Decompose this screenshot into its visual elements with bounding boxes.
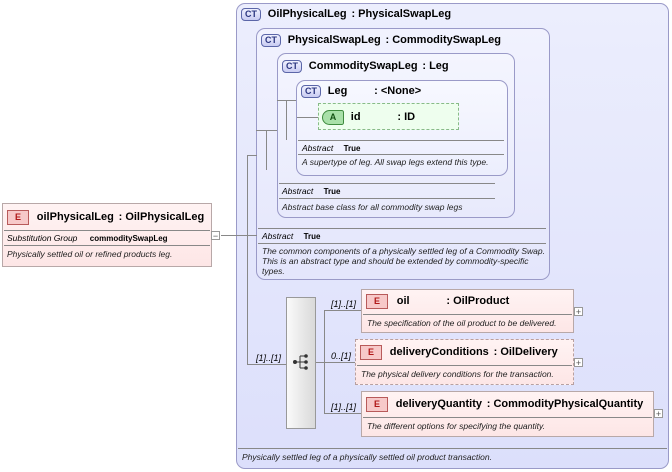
connector-line	[324, 413, 362, 414]
root-element-doc: Physically settled oil or refined produc…	[7, 249, 173, 259]
complex-type-icon: CT	[301, 85, 321, 98]
root-element-header: E oilPhysicalLeg : OilPhysicalLeg	[7, 210, 204, 225]
abstract-label: Abstract True	[282, 186, 341, 196]
ct-name: OilPhysicalLeg	[267, 8, 347, 20]
child-deliveryquantity-header: E deliveryQuantity : CommodityPhysicalQu…	[366, 397, 643, 412]
divider	[258, 243, 546, 244]
ct-physicalswapleg-doc: The common components of a physically se…	[262, 246, 545, 276]
child-oil-doc: The specification of the oil product to …	[367, 318, 557, 328]
child-deliveryconditions-doc: The physical delivery conditions for the…	[361, 369, 554, 379]
element-name: oil	[396, 295, 410, 307]
element-name: deliveryConditions	[389, 346, 489, 358]
child-element-oil[interactable]	[361, 289, 574, 333]
divider	[4, 230, 210, 231]
child-deliveryconditions-header: E deliveryConditions : OilDelivery	[360, 345, 558, 360]
ct-leg-doc: A supertype of leg. All swap legs extend…	[302, 157, 489, 167]
child-element-deliveryconditions[interactable]	[355, 339, 574, 385]
complex-type-icon: CT	[261, 34, 281, 47]
divider	[363, 314, 572, 315]
ct-leg-header[interactable]: CT Leg : <None>	[301, 85, 421, 98]
abstract-label: Abstract True	[262, 231, 321, 241]
connector-line	[247, 155, 248, 365]
element-type: : CommodityPhysicalQuantity	[486, 398, 644, 410]
connector-line	[286, 100, 287, 140]
element-icon: E	[7, 210, 29, 225]
element-icon: E	[360, 345, 382, 360]
divider	[279, 183, 495, 184]
ct-oilphysicalleg-header[interactable]: CT OilPhysicalLeg : PhysicalSwapLeg	[241, 8, 451, 21]
child-oil-multiplicity: [1]..[1]	[331, 299, 357, 309]
divider	[279, 198, 495, 199]
child-oil-header: E oil : OilProduct	[366, 294, 509, 309]
connector-line	[316, 362, 324, 363]
connector-line	[256, 130, 277, 131]
element-type: : OilDelivery	[493, 346, 558, 358]
element-name: deliveryQuantity	[395, 398, 482, 410]
divider	[258, 228, 546, 229]
sequence-icon	[293, 354, 308, 370]
attribute-name: id	[350, 111, 361, 123]
attribute-icon: A	[322, 110, 344, 125]
element-type: : OilPhysicalLeg	[118, 211, 205, 223]
connector-line	[324, 362, 356, 363]
element-icon: E	[366, 397, 388, 412]
connector-line	[324, 310, 362, 311]
child-deliveryconditions-multiplicity: 0..[1]	[331, 351, 352, 361]
child-element-deliveryquantity[interactable]	[361, 391, 654, 437]
child-deliveryquantity-doc: The different options for specifying the…	[367, 421, 545, 431]
ct-type: : Leg	[422, 60, 449, 72]
sequence-compositor[interactable]	[286, 297, 316, 429]
root-element-oilphysicalleg[interactable]	[2, 203, 212, 267]
ct-name: CommoditySwapLeg	[308, 60, 418, 72]
expand-toggle[interactable]: +	[574, 307, 583, 317]
complex-type-icon: CT	[241, 8, 261, 21]
complex-type-icon: CT	[282, 60, 302, 73]
expand-toggle[interactable]: +	[574, 358, 583, 368]
attribute-type: : ID	[397, 111, 416, 123]
ct-type: : CommoditySwapLeg	[385, 34, 502, 46]
divider	[238, 448, 667, 449]
abstract-label: Abstract True	[302, 143, 361, 153]
ct-type: : <None>	[374, 85, 422, 97]
divider	[357, 365, 572, 366]
ct-physicalswapleg-header[interactable]: CT PhysicalSwapLeg : CommoditySwapLeg	[261, 34, 501, 47]
divider	[4, 245, 210, 246]
collapse-toggle[interactable]: −	[211, 231, 220, 241]
expand-toggle[interactable]: +	[654, 409, 663, 419]
ct-name: PhysicalSwapLeg	[287, 34, 381, 46]
ct-commodityswapleg-doc: Abstract base class for all commodity sw…	[282, 202, 463, 212]
ct-commodityswapleg-header[interactable]: CT CommoditySwapLeg : Leg	[282, 60, 449, 73]
divider	[298, 154, 504, 155]
divider	[298, 140, 504, 141]
connector-line	[247, 155, 257, 156]
connector-line	[221, 235, 237, 236]
ct-type: : PhysicalSwapLeg	[351, 8, 452, 20]
divider	[363, 417, 652, 418]
element-name: oilPhysicalLeg	[36, 211, 114, 223]
element-type: : OilProduct	[446, 295, 510, 307]
ct-name: Leg	[327, 85, 348, 97]
element-icon: E	[366, 294, 388, 309]
connector-line	[266, 130, 267, 170]
attribute-id-row: A id : ID	[322, 110, 415, 125]
ct-oilphysicalleg-doc: Physically settled leg of a physically s…	[242, 452, 492, 462]
sequence-multiplicity: [1]..[1]	[256, 353, 282, 363]
connector-line	[247, 364, 287, 365]
child-deliveryquantity-multiplicity: [1]..[1]	[331, 402, 357, 412]
substitution-group: Substitution Group commoditySwapLeg	[7, 233, 168, 243]
connector-line	[297, 117, 319, 118]
